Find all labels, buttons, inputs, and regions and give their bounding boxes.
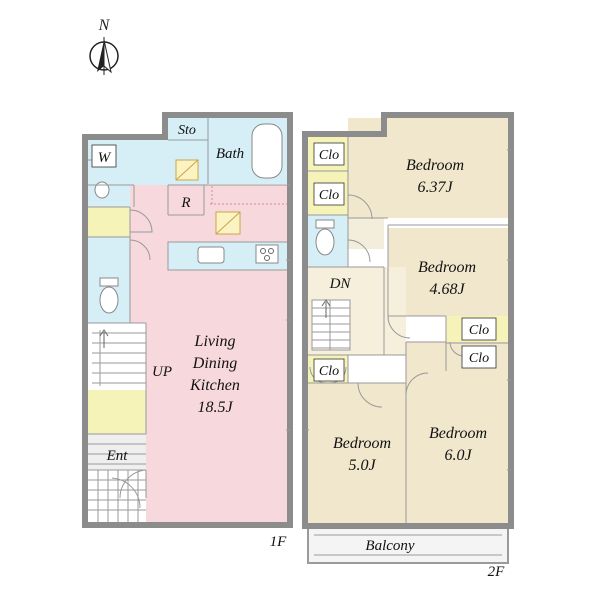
north-arrow-icon [89,37,119,75]
closet-3-label: Clo [469,323,489,338]
bedroom-4-room [406,342,508,523]
bath-label: Bath [216,146,244,162]
floor-label-1f: 1F [270,534,288,550]
stairs-1f [92,329,146,386]
bedroom-3-label: Bedroom [333,435,391,452]
floor-label-2f: 2F [488,564,506,580]
exterior-wall-1f [82,112,293,528]
bedroom-2-size: 4.68J [429,281,465,298]
ent-label: Ent [106,448,129,464]
bedroom-1-size: 6.37J [417,179,453,196]
bedroom-3-room [308,383,406,523]
doors-1f [111,209,153,509]
toilet-icon [99,277,119,314]
compass: N [89,17,119,75]
bedroom-2-label: Bedroom [418,259,476,276]
first-floor-plan: Sto Bath W R Living Dining Kitchen 18.5J… [82,112,293,550]
r-label: R [180,195,190,211]
ldk-room [130,185,290,522]
washroom-label-box [91,144,117,168]
bedroom-3-size: 5.0J [348,457,376,474]
second-floor-plan: Clo Clo Clo Clo Clo Bedroom 6.37J Bedroo… [302,112,514,580]
compass-label: N [98,17,111,34]
sink-icon [197,246,225,264]
closet-4-label: Clo [469,351,489,366]
vent-marks [175,159,241,235]
bedroom-4-size: 6.0J [444,447,472,464]
dn-label: DN [329,276,352,292]
bathtub-icon [251,123,283,179]
toilet-icon-2f [315,219,335,256]
closet-5-label: Clo [319,364,339,379]
ldk-label-line3: Kitchen [189,377,240,394]
up-label: UP [152,364,172,380]
bedroom-2-room [388,228,508,316]
storage-closet [88,207,130,237]
stairs-2f [311,299,351,351]
closet-2-label: Clo [319,188,339,203]
stair-area-1f [88,323,146,390]
washroom-label: W [98,150,112,166]
shoe-closet [88,390,146,434]
closet-label-boxes [313,142,497,382]
ldk-label-line1: Living [194,333,236,350]
ldk-label-line2: Dining [192,355,237,372]
closet-1-label: Clo [319,148,339,163]
kitchen-counter [167,241,289,271]
balcony-area [307,526,509,564]
washbasin-icon [94,181,110,199]
balcony-label: Balcony [365,538,414,554]
bedroom-1-label: Bedroom [406,157,464,174]
exterior-wall-2f [302,112,514,529]
sto-label: Sto [178,123,196,138]
ldk-label-line4: 18.5J [197,399,233,416]
bedroom-4-label: Bedroom [429,425,487,442]
